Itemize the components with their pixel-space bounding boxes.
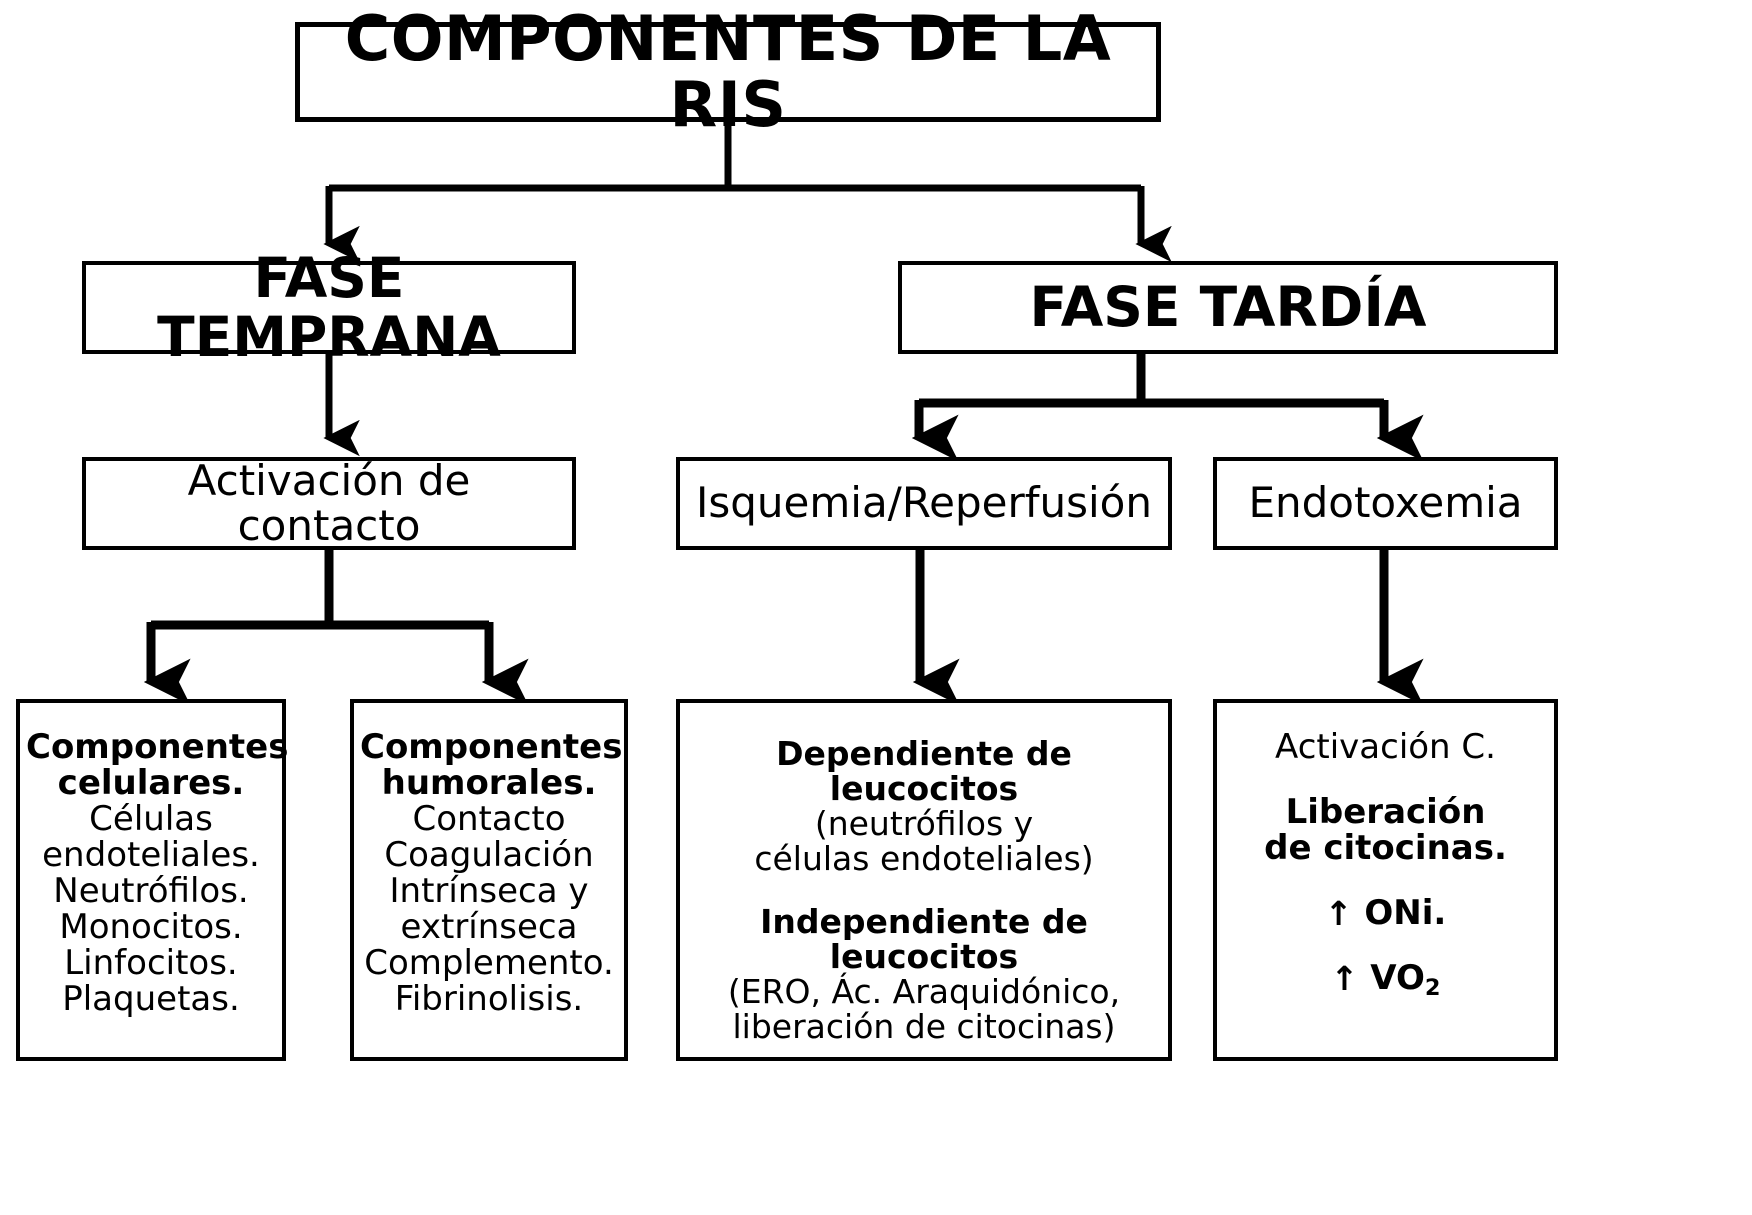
celulares-item-2: Neutrófilos. [53,871,249,912]
node-componentes-humorales: Componentes humorales. Contacto Coagulac… [350,699,628,1061]
humorales-heading-line1: Componentes [360,727,623,767]
independiente-heading: Independiente de leucocitos [760,901,1088,976]
humorales-item-4: Complemento. [364,943,614,984]
humorales-heading-line2: humorales. [381,763,597,804]
activacion-c-spacer-3 [1223,931,1548,960]
componentes-humorales-content: Componentes humorales. Contacto Coagulac… [354,703,624,1017]
edge-activacion-to-componentes [143,550,529,706]
node-isquemia-reperfusion-label: Isquemia/Reperfusión [695,478,1153,528]
componentes-celulares-content: Componentes celulares. Células endotelia… [20,703,289,1020]
independiente-line1: (ERO, Ác. Araquidónico, [727,971,1121,1011]
dependiente-line2: células endoteliales) [754,838,1094,878]
humorales-item-5: Fibrinolisis. [394,979,584,1020]
metric-vo2-subscript: 2 [1424,974,1441,1001]
metric-oni-label: ONi. [1364,892,1447,933]
independiente-line2: liberación de citocinas) [732,1006,1116,1046]
celulares-item-5: Plaquetas. [62,979,240,1020]
celulares-heading-line2: celulares. [57,763,245,804]
activacion-c-line3: de citocinas. [1264,827,1507,868]
up-arrow-icon: ↑ [1330,958,1359,998]
node-fase-tardia-label: FASE TARDÍA [1029,275,1427,340]
activacion-c-metric-vo2: ↑ VO2 [1223,957,1548,1000]
humorales-item-2: Intrínseca y [389,871,589,912]
node-leucocitos-detail: Dependiente de leucocitos (neutrófilos y… [676,699,1172,1061]
up-arrow-icon: ↑ [1324,893,1353,933]
activacion-c-spacer-1 [1223,765,1548,794]
node-endotoxemia: Endotoxemia [1213,457,1558,550]
celulares-item-0: Células [89,799,213,840]
leucocitos-content: Dependiente de leucocitos (neutrófilos y… [680,703,1168,1045]
humorales-item-3: extrínseca [400,907,578,948]
dependiente-line1: (neutrófilos y [814,803,1034,843]
node-fase-tardia: FASE TARDÍA [898,261,1558,354]
celulares-item-4: Linfocitos. [64,943,238,984]
node-fase-temprana-label: FASE TEMPRANA [157,246,501,369]
node-title: COMPONENTES DE LA RIS [295,6,1161,137]
activacion-c-line1: Activación C. [1275,727,1496,767]
dependiente-heading: Dependiente de leucocitos [776,734,1072,808]
edge-tardia-to-children [911,354,1424,462]
node-componentes-celulares: Componentes celulares. Células endotelia… [16,699,289,1061]
activacion-c-metric-oni: ↑ ONi. [1223,895,1548,931]
node-activacion-de-contacto: Activación de contacto [82,457,576,550]
leucocitos-spacer [686,877,1162,905]
node-isquemia-reperfusion: Isquemia/Reperfusión [676,457,1172,550]
metric-vo2-label: VO [1370,957,1425,998]
celulares-heading-line1: Componentes [26,727,289,767]
node-activacion-de-contacto-label: Activación de contacto [187,455,471,550]
celulares-item-1: endoteliales. [42,835,260,876]
node-activacion-c-detail: Activación C. Liberación de citocinas. ↑… [1213,699,1558,1061]
activacion-c-spacer-2 [1223,866,1548,895]
activacion-c-line2: Liberación [1285,791,1486,832]
activacion-c-content: Activación C. Liberación de citocinas. ↑… [1217,703,1554,1000]
celulares-item-3: Monocitos. [59,907,243,948]
humorales-item-0: Contacto [412,799,566,840]
node-fase-temprana: FASE TEMPRANA [82,249,576,366]
node-title-label: COMPONENTES DE LA RIS [344,2,1112,141]
node-endotoxemia-label: Endotoxemia [1248,478,1523,528]
humorales-item-1: Coagulación [384,835,594,876]
